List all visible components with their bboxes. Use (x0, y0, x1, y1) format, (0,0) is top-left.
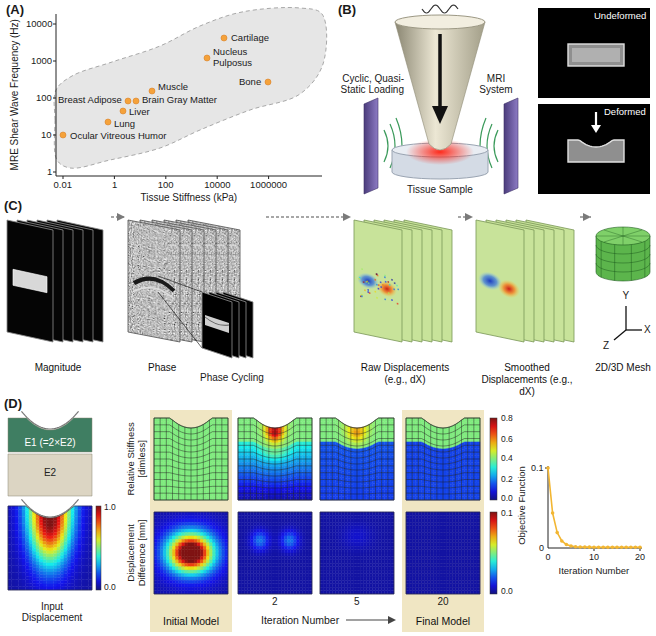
figure-stage: MagnitudePhaseRaw Displacements (e.g., d… (0, 0, 656, 636)
